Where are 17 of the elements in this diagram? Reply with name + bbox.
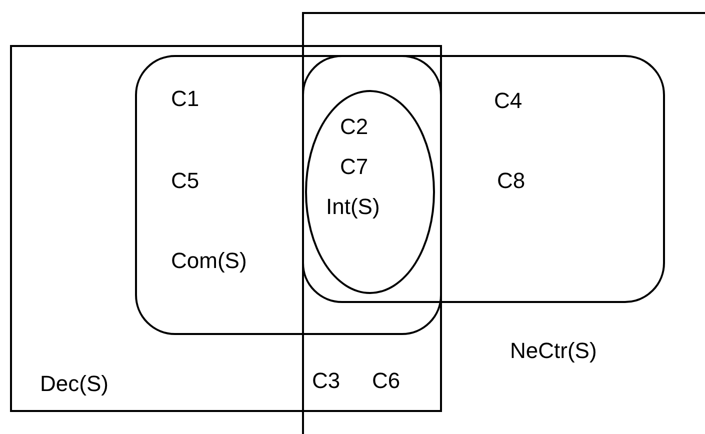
region-label: C5 [171,168,200,194]
rounded-region [302,55,665,303]
set-rectangle [10,45,442,412]
region-label: C7 [340,154,368,180]
region-label: Dec(S) [40,371,108,397]
ellipse-region [305,90,435,294]
region-label: Com(S) [171,248,247,274]
region-label: C4 [494,88,522,114]
region-label: C2 [340,114,368,140]
set-region-outline [302,12,705,434]
region-label: Int(S) [326,194,380,220]
element-label: C3 [312,368,340,394]
element-label: C6 [372,368,400,394]
region-label: NeCtr(S) [510,338,597,364]
region-label: C1 [171,86,200,112]
rounded-region [135,55,442,335]
region-label: C8 [497,168,526,194]
